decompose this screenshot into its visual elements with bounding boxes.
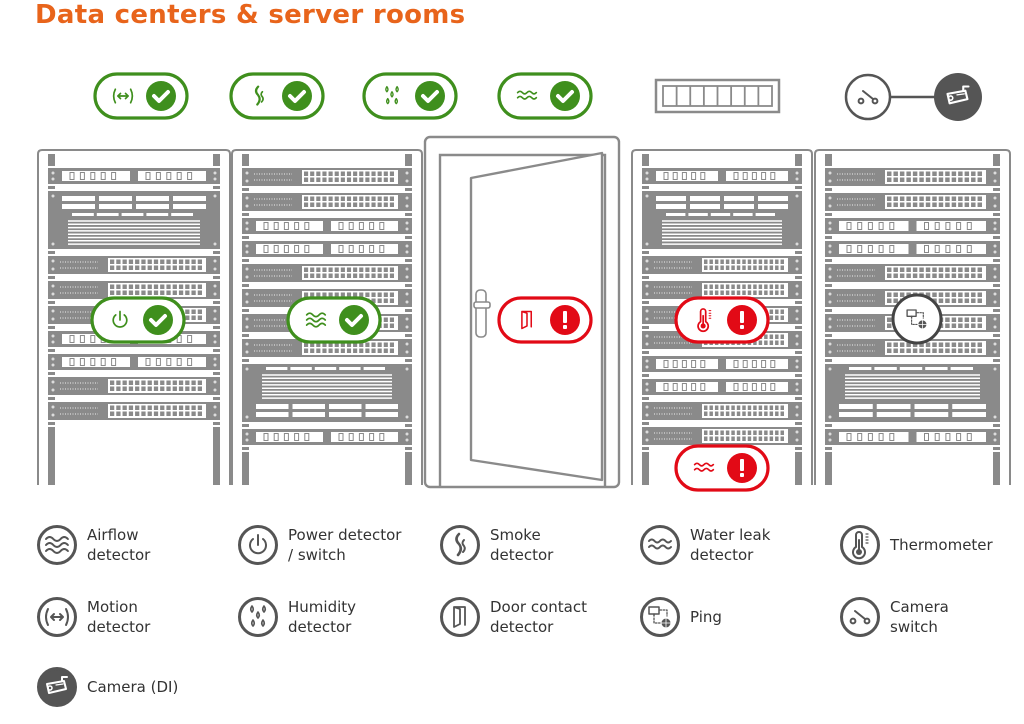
status-pill-power[interactable] xyxy=(90,296,186,344)
camera-switch-icon xyxy=(857,90,879,105)
check-badge-icon xyxy=(339,305,369,335)
legend-item-camera-switch: Camera switch xyxy=(840,597,949,637)
camera-icon xyxy=(46,676,68,694)
thermometer-icon xyxy=(840,525,880,565)
status-pill-airflow[interactable] xyxy=(286,296,382,344)
page-title: Data centers & server rooms xyxy=(35,0,466,30)
legend-label: Smoke detector xyxy=(490,526,554,564)
legend-label: Camera switch xyxy=(890,598,949,636)
door-icon xyxy=(521,310,533,330)
thermometer-icon xyxy=(852,531,869,560)
smoke-icon xyxy=(254,85,264,106)
check-badge-icon xyxy=(143,305,173,335)
humidity-icon xyxy=(249,605,267,627)
ping-icon xyxy=(906,309,927,329)
legend-item-camera: Camera (DI) xyxy=(37,667,178,707)
check-badge-icon xyxy=(550,81,580,111)
camera-icon xyxy=(946,85,970,105)
power-icon xyxy=(249,534,267,555)
legend-label: Airflow detector xyxy=(87,526,151,564)
camera-switch-icon xyxy=(849,610,871,625)
airflow-icon xyxy=(45,536,69,554)
water-leak-icon xyxy=(640,525,680,565)
ping-icon xyxy=(640,597,680,637)
status-pill-thermometer[interactable] xyxy=(674,296,770,344)
server-rack-1 xyxy=(37,149,231,485)
alert-badge-icon xyxy=(550,305,580,335)
legend-label: Motion detector xyxy=(87,598,151,636)
legend-label: Camera (DI) xyxy=(87,678,179,696)
motion-icon xyxy=(112,88,134,104)
humidity-icon xyxy=(385,85,399,105)
camera-switch-icon xyxy=(840,597,880,637)
status-ping[interactable] xyxy=(891,293,943,345)
humidity-icon xyxy=(238,597,278,637)
smoke-icon xyxy=(455,532,466,557)
smoke-icon xyxy=(440,525,480,565)
water-leak-icon xyxy=(648,538,672,550)
door-icon xyxy=(440,597,480,637)
status-pill-motion[interactable] xyxy=(93,72,189,120)
legend-label: Water leak detector xyxy=(690,526,771,564)
check-badge-icon xyxy=(282,81,312,111)
legend-label: Thermometer xyxy=(890,536,993,554)
camera-icon xyxy=(37,667,77,707)
water-leak-icon xyxy=(693,462,715,472)
check-badge-icon xyxy=(146,81,176,111)
legend-label: Ping xyxy=(690,608,722,626)
power-icon xyxy=(112,310,128,328)
status-pill-water-leak[interactable] xyxy=(674,444,770,492)
legend-label: Humidity detector xyxy=(288,598,357,636)
water-leak-icon xyxy=(516,90,538,100)
motion-icon xyxy=(45,608,69,626)
status-pill-smoke[interactable] xyxy=(229,72,325,120)
thermometer-icon xyxy=(697,308,712,332)
legend-item-smoke: Smoke detector xyxy=(440,525,553,565)
legend-item-thermometer: Thermometer xyxy=(840,525,993,565)
airflow-icon xyxy=(305,312,327,328)
camera-switch-link[interactable] xyxy=(844,73,982,121)
legend-item-humidity: Humidity detector xyxy=(238,597,356,637)
status-pill-humidity[interactable] xyxy=(362,72,458,120)
legend-item-ping: Ping xyxy=(640,597,722,637)
alert-badge-icon xyxy=(727,453,757,483)
legend-label: Door contact detector xyxy=(490,598,587,636)
device-unit-icon xyxy=(654,78,781,114)
power-icon xyxy=(238,525,278,565)
airflow-icon xyxy=(37,525,77,565)
alert-badge-icon xyxy=(727,305,757,335)
door-icon xyxy=(453,606,466,628)
legend-item-door: Door contact detector xyxy=(440,597,587,637)
legend-item-water-leak: Water leak detector xyxy=(640,525,770,565)
legend-item-power: Power detector / switch xyxy=(238,525,401,565)
check-badge-icon xyxy=(415,81,445,111)
legend-item-airflow: Airflow detector xyxy=(37,525,150,565)
status-pill-door-contact[interactable] xyxy=(497,296,593,344)
ping-icon xyxy=(648,606,671,628)
legend-item-motion: Motion detector xyxy=(37,597,150,637)
legend-label: Power detector / switch xyxy=(288,526,402,564)
status-pill-water-leak[interactable] xyxy=(497,72,593,120)
server-rack-3 xyxy=(631,149,813,485)
door-handle-icon xyxy=(473,289,491,338)
motion-icon xyxy=(37,597,77,637)
